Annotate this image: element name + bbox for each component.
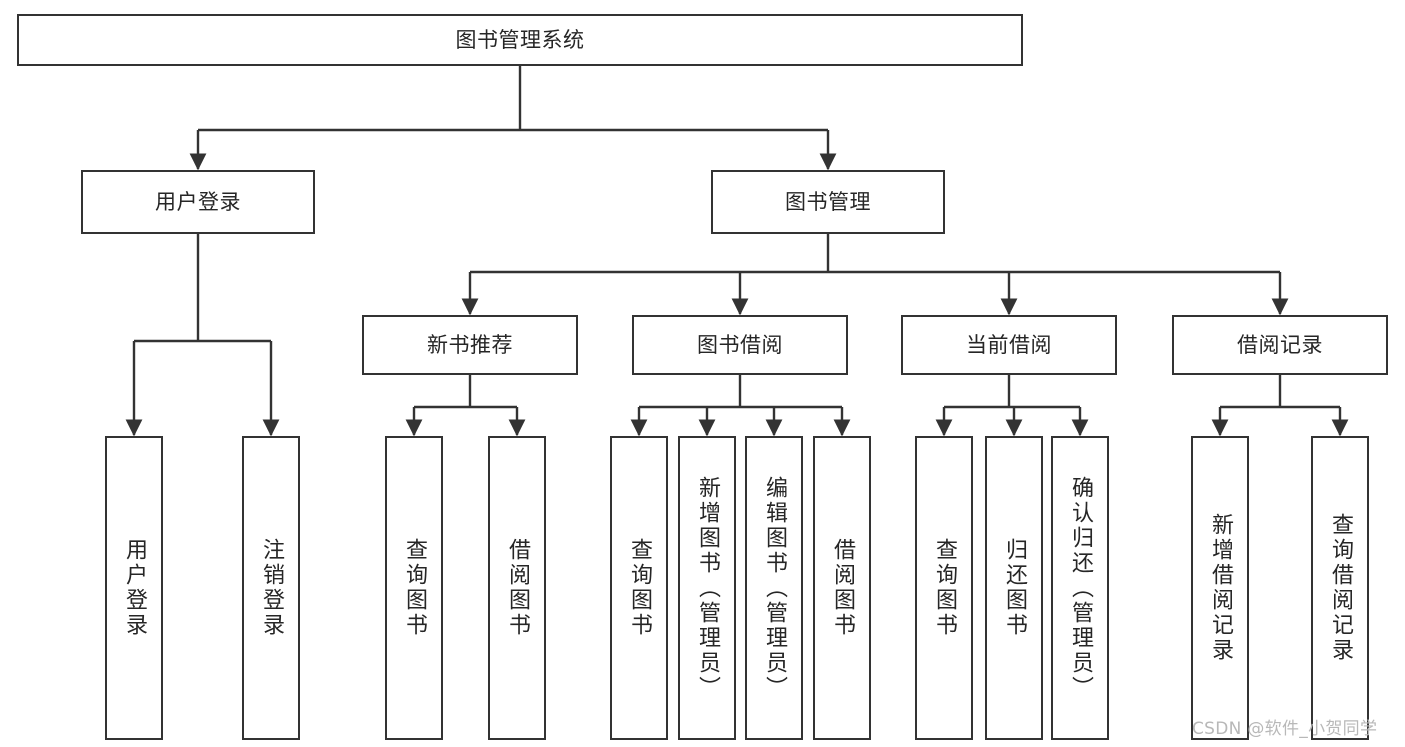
node-leaf-cu-confirm[interactable]: 确认归还（管理员）: [1051, 436, 1109, 740]
node-label: 新增借阅记录: [1208, 513, 1233, 663]
node-leaf-cu-query[interactable]: 查询图书: [915, 436, 973, 740]
node-bookmgmt[interactable]: 图书管理: [711, 170, 945, 234]
node-leaf-bo-add[interactable]: 新增图书（管理员）: [678, 436, 736, 740]
node-label: 查询图书: [932, 538, 957, 638]
node-leaf-cu-return[interactable]: 归还图书: [985, 436, 1043, 740]
edge-paths: [125, 66, 1349, 437]
node-root[interactable]: 图书管理系统: [17, 14, 1023, 66]
node-leaf-rc-add[interactable]: 新增借阅记录: [1191, 436, 1249, 740]
node-leaf-nb-query[interactable]: 查询图书: [385, 436, 443, 740]
node-label: 借阅图书: [505, 538, 530, 638]
node-leaf-bo-edit[interactable]: 编辑图书（管理员）: [745, 436, 803, 740]
node-label: 用户登录: [155, 189, 241, 214]
node-label: 图书借阅: [697, 332, 783, 357]
node-label: 注销登录: [259, 538, 284, 638]
node-label: 查询图书: [402, 538, 427, 638]
node-leaf-rc-query[interactable]: 查询借阅记录: [1311, 436, 1369, 740]
node-borrow[interactable]: 图书借阅: [632, 315, 848, 375]
node-label: 编辑图书（管理员）: [762, 475, 787, 701]
node-leaf-user-login[interactable]: 用户登录: [105, 436, 163, 740]
node-login[interactable]: 用户登录: [81, 170, 315, 234]
node-label: 查询借阅记录: [1328, 513, 1353, 663]
node-label: 图书管理: [785, 189, 871, 214]
node-label: 归还图书: [1002, 538, 1027, 638]
node-leaf-user-logout[interactable]: 注销登录: [242, 436, 300, 740]
node-newbook[interactable]: 新书推荐: [362, 315, 578, 375]
node-label: 用户登录: [122, 538, 147, 638]
node-label: 确认归还（管理员）: [1068, 475, 1093, 701]
node-current[interactable]: 当前借阅: [901, 315, 1117, 375]
node-label: 新增图书（管理员）: [695, 475, 720, 701]
node-label: 查询图书: [627, 538, 652, 638]
node-leaf-bo-query[interactable]: 查询图书: [610, 436, 668, 740]
node-leaf-bo-borrow[interactable]: 借阅图书: [813, 436, 871, 740]
node-label: 当前借阅: [966, 332, 1052, 357]
node-label: 图书管理系统: [455, 27, 585, 52]
node-label: 新书推荐: [427, 332, 513, 357]
node-leaf-nb-borrow[interactable]: 借阅图书: [488, 436, 546, 740]
node-label: 借阅图书: [830, 538, 855, 638]
node-records[interactable]: 借阅记录: [1172, 315, 1388, 375]
node-label: 借阅记录: [1237, 332, 1323, 357]
watermark-text: CSDN @软件_小贺同学: [1192, 719, 1378, 739]
